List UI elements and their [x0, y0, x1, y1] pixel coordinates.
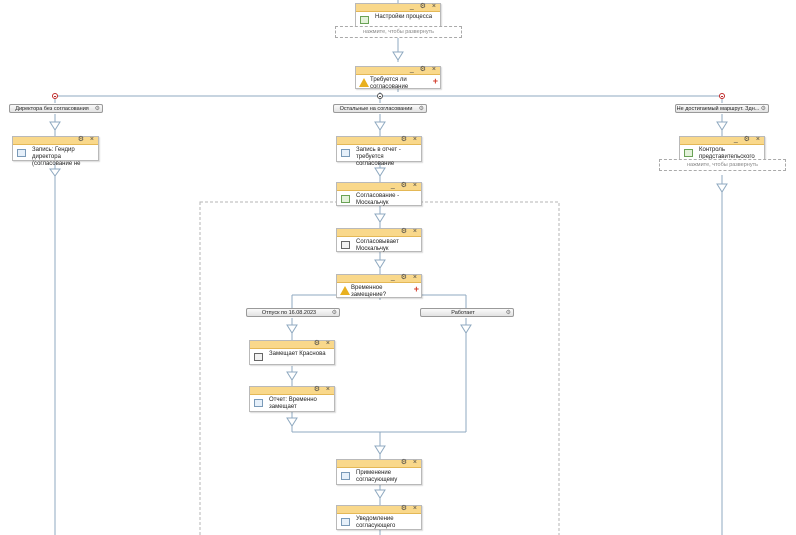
warning-icon	[340, 286, 350, 295]
node-header: ⚙ ×	[13, 136, 98, 145]
branch-marker-icon[interactable]	[719, 93, 725, 99]
node-approval-moskalchuk[interactable]: _ ⚙ × Согласование - Москальчук	[336, 182, 422, 206]
branch-marker-icon[interactable]	[52, 93, 58, 99]
node-replaces-krasova[interactable]: ⚙ × Замещает Краснова	[249, 340, 335, 365]
node-header: _ ⚙ ×	[337, 182, 421, 191]
task-icon	[341, 241, 350, 249]
node-controls[interactable]: ⚙ ×	[313, 340, 332, 347]
collapse-icon[interactable]	[377, 93, 383, 99]
node-label: Временное замещение?	[351, 285, 387, 298]
node-header: ⚙ ×	[337, 136, 421, 145]
add-branch-icon[interactable]: +	[432, 76, 438, 86]
node-label: Контроль представительского	[699, 147, 755, 160]
warning-icon	[359, 78, 369, 87]
node-label: Применение согласующему	[356, 470, 398, 483]
route-label: Директора без согласования	[15, 106, 89, 112]
node-label: Согласовывает Москальчук	[356, 239, 399, 252]
node-label: Отчет: Временно замещает	[269, 397, 317, 410]
node-header: ⚙ ×	[337, 459, 421, 468]
route-unreachable[interactable]: Не достигаемый маршрут. Здн...⚙	[675, 104, 769, 113]
task-icon	[254, 353, 263, 361]
mail-icon	[341, 518, 350, 526]
node-header: _ ⚙ ×	[337, 274, 421, 283]
route-director-no-approval[interactable]: Директора без согласования ⚙	[9, 104, 103, 113]
node-label: Замещает Краснова	[269, 351, 326, 357]
node-controls[interactable]: ⚙ ×	[400, 228, 419, 235]
route-others-on-approval[interactable]: Остальные на согласовании ⚙	[333, 104, 427, 113]
node-approval-required[interactable]: _ ⚙ × Требуется ли согласование +	[355, 66, 441, 90]
node-label: Уведомление согласующего	[356, 516, 396, 529]
node-controls[interactable]: ⚙ ×	[400, 505, 419, 512]
node-controls[interactable]: ⚙ ×	[400, 136, 419, 143]
gear-icon[interactable]: ⚙	[418, 106, 424, 112]
record-icon	[341, 149, 350, 157]
node-process-settings[interactable]: _ ⚙ × Настройки процесса	[355, 3, 441, 27]
node-appoint-approver[interactable]: ⚙ × Применение согласующему	[336, 459, 422, 485]
record-icon	[341, 472, 350, 480]
node-header: _ ⚙ ×	[356, 66, 440, 75]
node-header: ⚙ ×	[250, 386, 334, 395]
record-icon	[17, 149, 26, 157]
node-label: Запись в отчет - требуется согласование	[356, 147, 401, 167]
node-label: Согласование - Москальчук	[356, 193, 400, 206]
node-label: Настройки процесса	[375, 14, 433, 20]
node-report-temp-replace[interactable]: ⚙ × Отчет: Временно замещает	[249, 386, 335, 412]
node-label: Запись: Гендир директора (согласование н…	[32, 147, 81, 167]
node-label: Требуется ли согласование	[370, 77, 409, 90]
node-header: _ ⚙ ×	[680, 136, 764, 145]
route-label: Отпуск по 16.08.2023	[261, 310, 317, 316]
node-header: ⚙ ×	[337, 228, 421, 237]
route-label: Не достигаемый маршрут. Здн...	[676, 106, 760, 112]
route-working[interactable]: Работает ⚙	[420, 308, 514, 317]
node-header: ⚙ ×	[337, 505, 421, 514]
gear-icon[interactable]: ⚙	[331, 310, 337, 316]
node-write-director[interactable]: ⚙ × Запись: Гендир директора (согласован…	[12, 136, 99, 167]
record-icon	[254, 399, 263, 407]
process-icon	[341, 195, 350, 203]
node-controls[interactable]: _ ⚙ ×	[409, 3, 438, 10]
node-write-report[interactable]: ⚙ × Запись в отчет - требуется согласова…	[336, 136, 422, 167]
node-header: _ ⚙ ×	[356, 3, 440, 12]
node-controls[interactable]: _ ⚙ ×	[409, 66, 438, 73]
node-controls[interactable]: _ ⚙ ×	[390, 274, 419, 281]
process-icon	[684, 149, 693, 157]
node-controls[interactable]: _ ⚙ ×	[733, 136, 762, 143]
expand-hint[interactable]: нажмите, чтобы развернуть	[659, 159, 786, 171]
add-branch-icon[interactable]: +	[413, 284, 419, 294]
node-controls[interactable]: _ ⚙ ×	[390, 182, 419, 189]
node-notify-approver[interactable]: ⚙ × Уведомление согласующего	[336, 505, 422, 530]
route-label: Остальные на согласовании	[339, 106, 413, 112]
expand-hint[interactable]: нажмите, чтобы развернуть	[335, 26, 462, 38]
node-controls[interactable]: ⚙ ×	[400, 459, 419, 466]
gear-icon[interactable]: ⚙	[760, 106, 766, 112]
gear-icon[interactable]: ⚙	[94, 106, 100, 112]
gear-icon[interactable]: ⚙	[505, 310, 511, 316]
node-approves-moskalchuk[interactable]: ⚙ × Согласовывает Москальчук	[336, 228, 422, 252]
node-header: ⚙ ×	[250, 340, 334, 349]
node-controls[interactable]: ⚙ ×	[313, 386, 332, 393]
route-vacation[interactable]: Отпуск по 16.08.2023 ⚙	[246, 308, 340, 317]
node-control-representative[interactable]: _ ⚙ × Контроль представительского	[679, 136, 765, 161]
node-controls[interactable]: ⚙ ×	[77, 136, 96, 143]
node-temp-replacement[interactable]: _ ⚙ × Временное замещение? +	[336, 274, 422, 298]
process-icon	[360, 16, 369, 24]
route-label: Работает	[451, 310, 475, 316]
